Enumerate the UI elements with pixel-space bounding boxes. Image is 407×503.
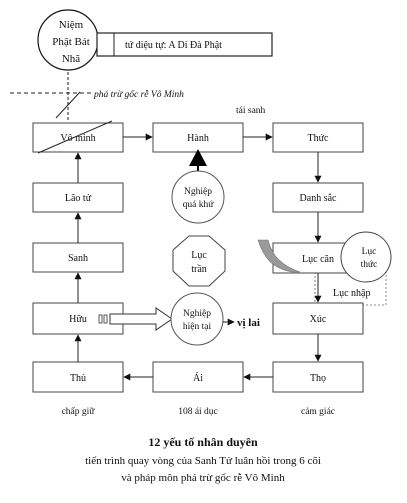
node-thuc [272, 122, 364, 153]
node-tho [272, 361, 364, 393]
luc-thuc-circle [340, 231, 392, 283]
node-luc-can-label: Lục căn [302, 254, 334, 265]
cut-stroke-vo-minh [37, 120, 113, 154]
node-vo-minh-label: Vô minh [60, 133, 95, 144]
vi-lai-label: vị lai [237, 317, 260, 329]
cut-stroke-top [55, 91, 81, 119]
footer-title: 12 yếu tố nhân duyên [148, 435, 258, 449]
node-sanh-label: Sanh [68, 253, 88, 264]
luc-tran-2: trần [191, 264, 207, 275]
hollow-arrow-tick-1 [98, 314, 103, 324]
nghiep-qua-khu-circle [171, 170, 225, 224]
caption-ai: 108 ái dục [178, 407, 218, 417]
nghiep-hien-tai-1: Nghiệp [183, 309, 211, 319]
node-huu [32, 302, 124, 335]
node-ai-label: Ái [193, 372, 203, 384]
node-lao-tu-label: Lão tử [65, 193, 92, 204]
node-thuc-label: Thức [308, 133, 330, 144]
luc-nhap-label: Lục nhập [333, 288, 371, 299]
node-ai [152, 361, 244, 393]
circle-text-1: Niệm [59, 19, 84, 31]
caption-thu: chấp giữ [62, 406, 96, 417]
node-thu-label: Thủ [70, 373, 86, 384]
footer-line-2: và pháp môn phá trừ gốc rễ Vô Minh [121, 472, 285, 484]
node-thu [32, 361, 124, 393]
node-tho-label: Thọ [310, 373, 326, 384]
node-xuc-label: Xúc [310, 314, 327, 325]
luc-tran-octagon [172, 235, 226, 287]
node-sanh [32, 242, 124, 273]
nghiep-hien-tai-circle [170, 292, 224, 346]
node-hanh-label: Hành [187, 133, 209, 144]
circle-text-2: Phật Bát [52, 36, 90, 48]
nghiep-qua-khu-2: quá khứ [183, 200, 215, 210]
node-vo-minh [32, 122, 124, 153]
circle-text-3: Nhã [62, 53, 80, 65]
footer-line-1: tiến trình quay vòng của Sanh Tử luân hồ… [85, 455, 321, 467]
node-huu-label: Hữu [69, 314, 87, 325]
luc-tran-1: Lục [191, 250, 207, 261]
luc-thuc-1: Lục [362, 247, 377, 257]
caption-tho: cảm giác [301, 407, 335, 417]
rebirth-label: tái sanh [236, 106, 266, 116]
nghiep-hien-tai-2: hiện tại [183, 322, 212, 332]
node-lao-tu [32, 182, 124, 213]
tu-dieu-tu-label: tứ diệu tự: A Di Đà Phật [125, 40, 222, 51]
hollow-arrow [109, 307, 173, 331]
tu-dieu-tu-sign [96, 32, 273, 57]
node-danh-sac-label: Danh sắc [300, 193, 337, 204]
hollow-arrow-tick-2 [103, 314, 108, 324]
nghiep-qua-khu-1: Nghiệp [184, 187, 212, 197]
dash-label: phá trừ gốc rễ Vô Minh [93, 89, 184, 100]
grey-swoosh [257, 239, 301, 273]
karma-arrow-head [189, 149, 207, 166]
luc-thuc-2: thức [361, 260, 378, 270]
